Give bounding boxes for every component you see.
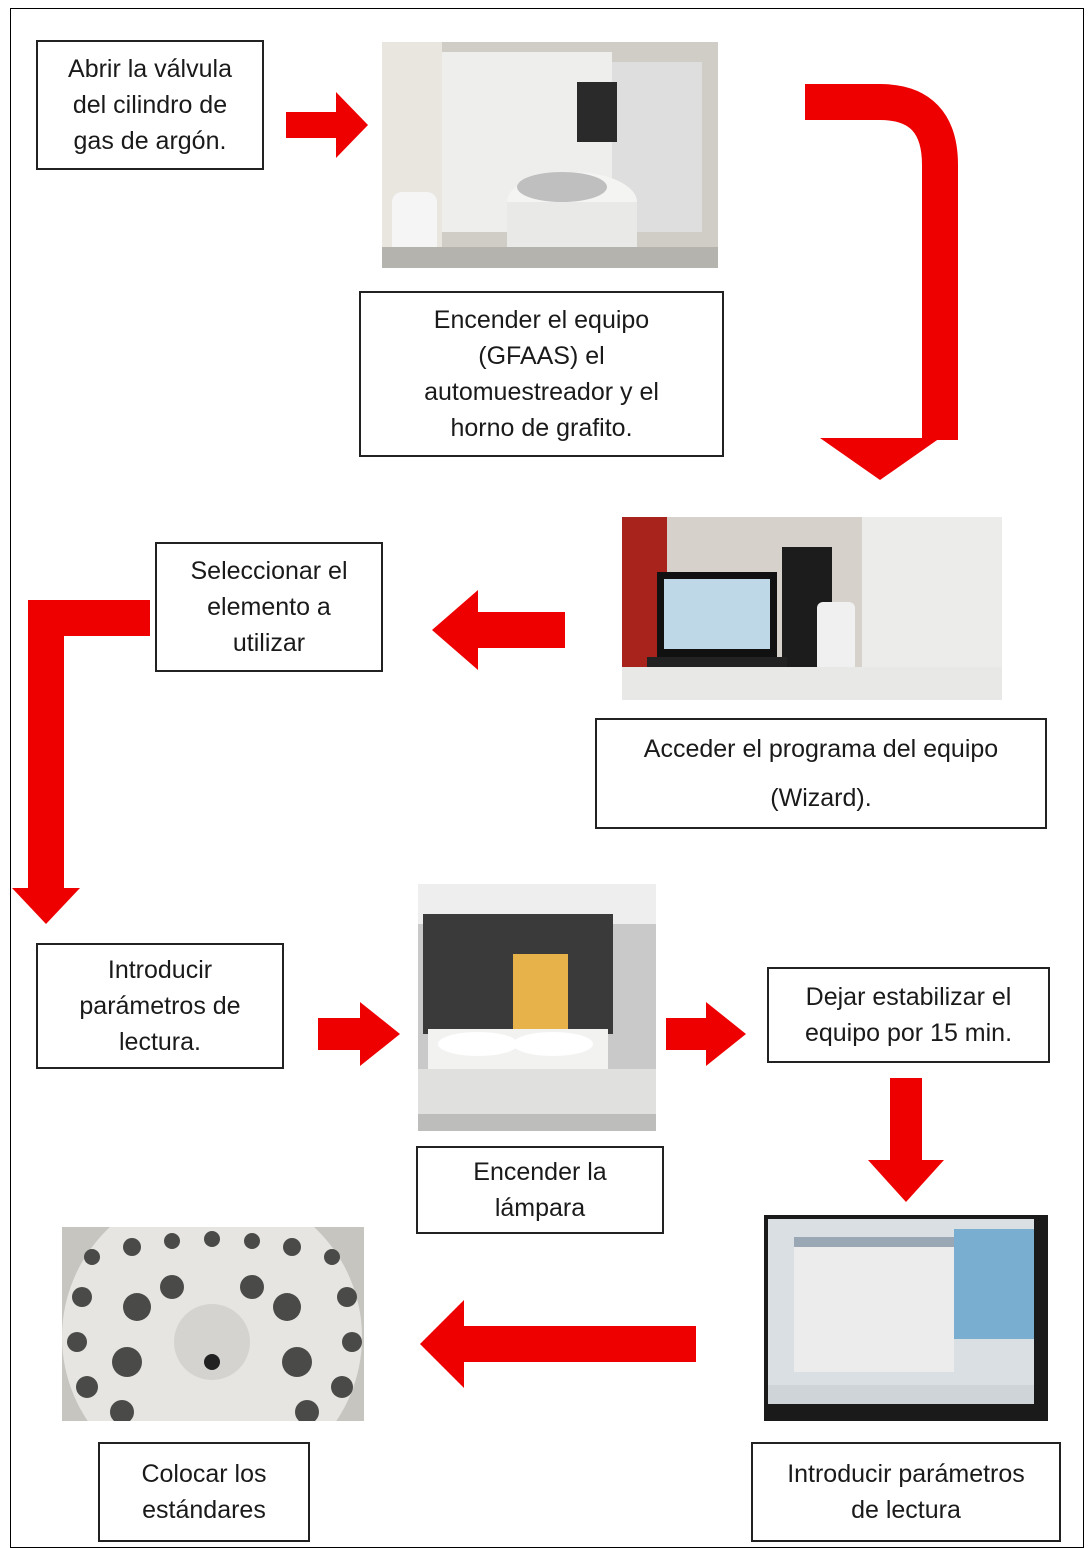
step-open-argon-valve-text: Abrir la válvula del cilindro de gas de … xyxy=(68,54,232,156)
step-place-standards: Colocar los estándares xyxy=(98,1442,310,1542)
step-enter-read-parameters-1: Introducir parámetros de lectura. xyxy=(36,943,284,1069)
step-open-argon-valve: Abrir la válvula del cilindro de gas de … xyxy=(36,40,264,170)
photo-computer xyxy=(622,517,1002,700)
step-turn-on-lamp: Encender la lámpara xyxy=(416,1146,664,1234)
step-turn-on-lamp-text: Encender la lámpara xyxy=(473,1157,607,1222)
arrow-curve-down xyxy=(805,84,958,440)
arrow-curve-down-head xyxy=(820,438,940,480)
step-turn-on-equipment-text: Encender el equipo (GFAAS) el automuestr… xyxy=(424,305,659,443)
step-select-element: Seleccionar el elemento a utilizar xyxy=(155,542,383,672)
arrow-right-1 xyxy=(286,92,368,158)
arrow-left-2 xyxy=(420,1300,696,1388)
step-place-standards-text: Colocar los estándares xyxy=(141,1459,267,1524)
arrow-right-2 xyxy=(318,1002,400,1066)
step-stabilize-equipment: Dejar estabilizar el equipo por 15 min. xyxy=(767,967,1050,1063)
photo-sample-tray xyxy=(62,1227,364,1421)
arrow-l-down-head xyxy=(12,888,80,924)
photo-lamp xyxy=(418,884,656,1131)
step-enter-read-parameters-1-text: Introducir parámetros de lectura. xyxy=(79,955,241,1057)
step-turn-on-equipment: Encender el equipo (GFAAS) el automuestr… xyxy=(359,291,724,457)
arrow-down-1 xyxy=(868,1078,944,1202)
arrow-right-3 xyxy=(666,1002,746,1066)
arrow-left-1 xyxy=(432,590,565,670)
photo-gfaas-instrument xyxy=(382,42,718,268)
step-access-program: Acceder el programa del equipo (Wizard). xyxy=(595,718,1047,829)
photo-software-screen xyxy=(764,1215,1048,1421)
step-access-program-text: Acceder el programa del equipo (Wizard). xyxy=(643,734,999,812)
arrow-l-down xyxy=(28,600,150,890)
step-stabilize-equipment-text: Dejar estabilizar el equipo por 15 min. xyxy=(804,982,1013,1047)
step-select-element-text: Seleccionar el elemento a utilizar xyxy=(190,556,348,658)
step-enter-read-parameters-2-text: Introducir parámetros de lectura xyxy=(787,1459,1025,1524)
step-enter-read-parameters-2: Introducir parámetros de lectura xyxy=(751,1442,1061,1542)
